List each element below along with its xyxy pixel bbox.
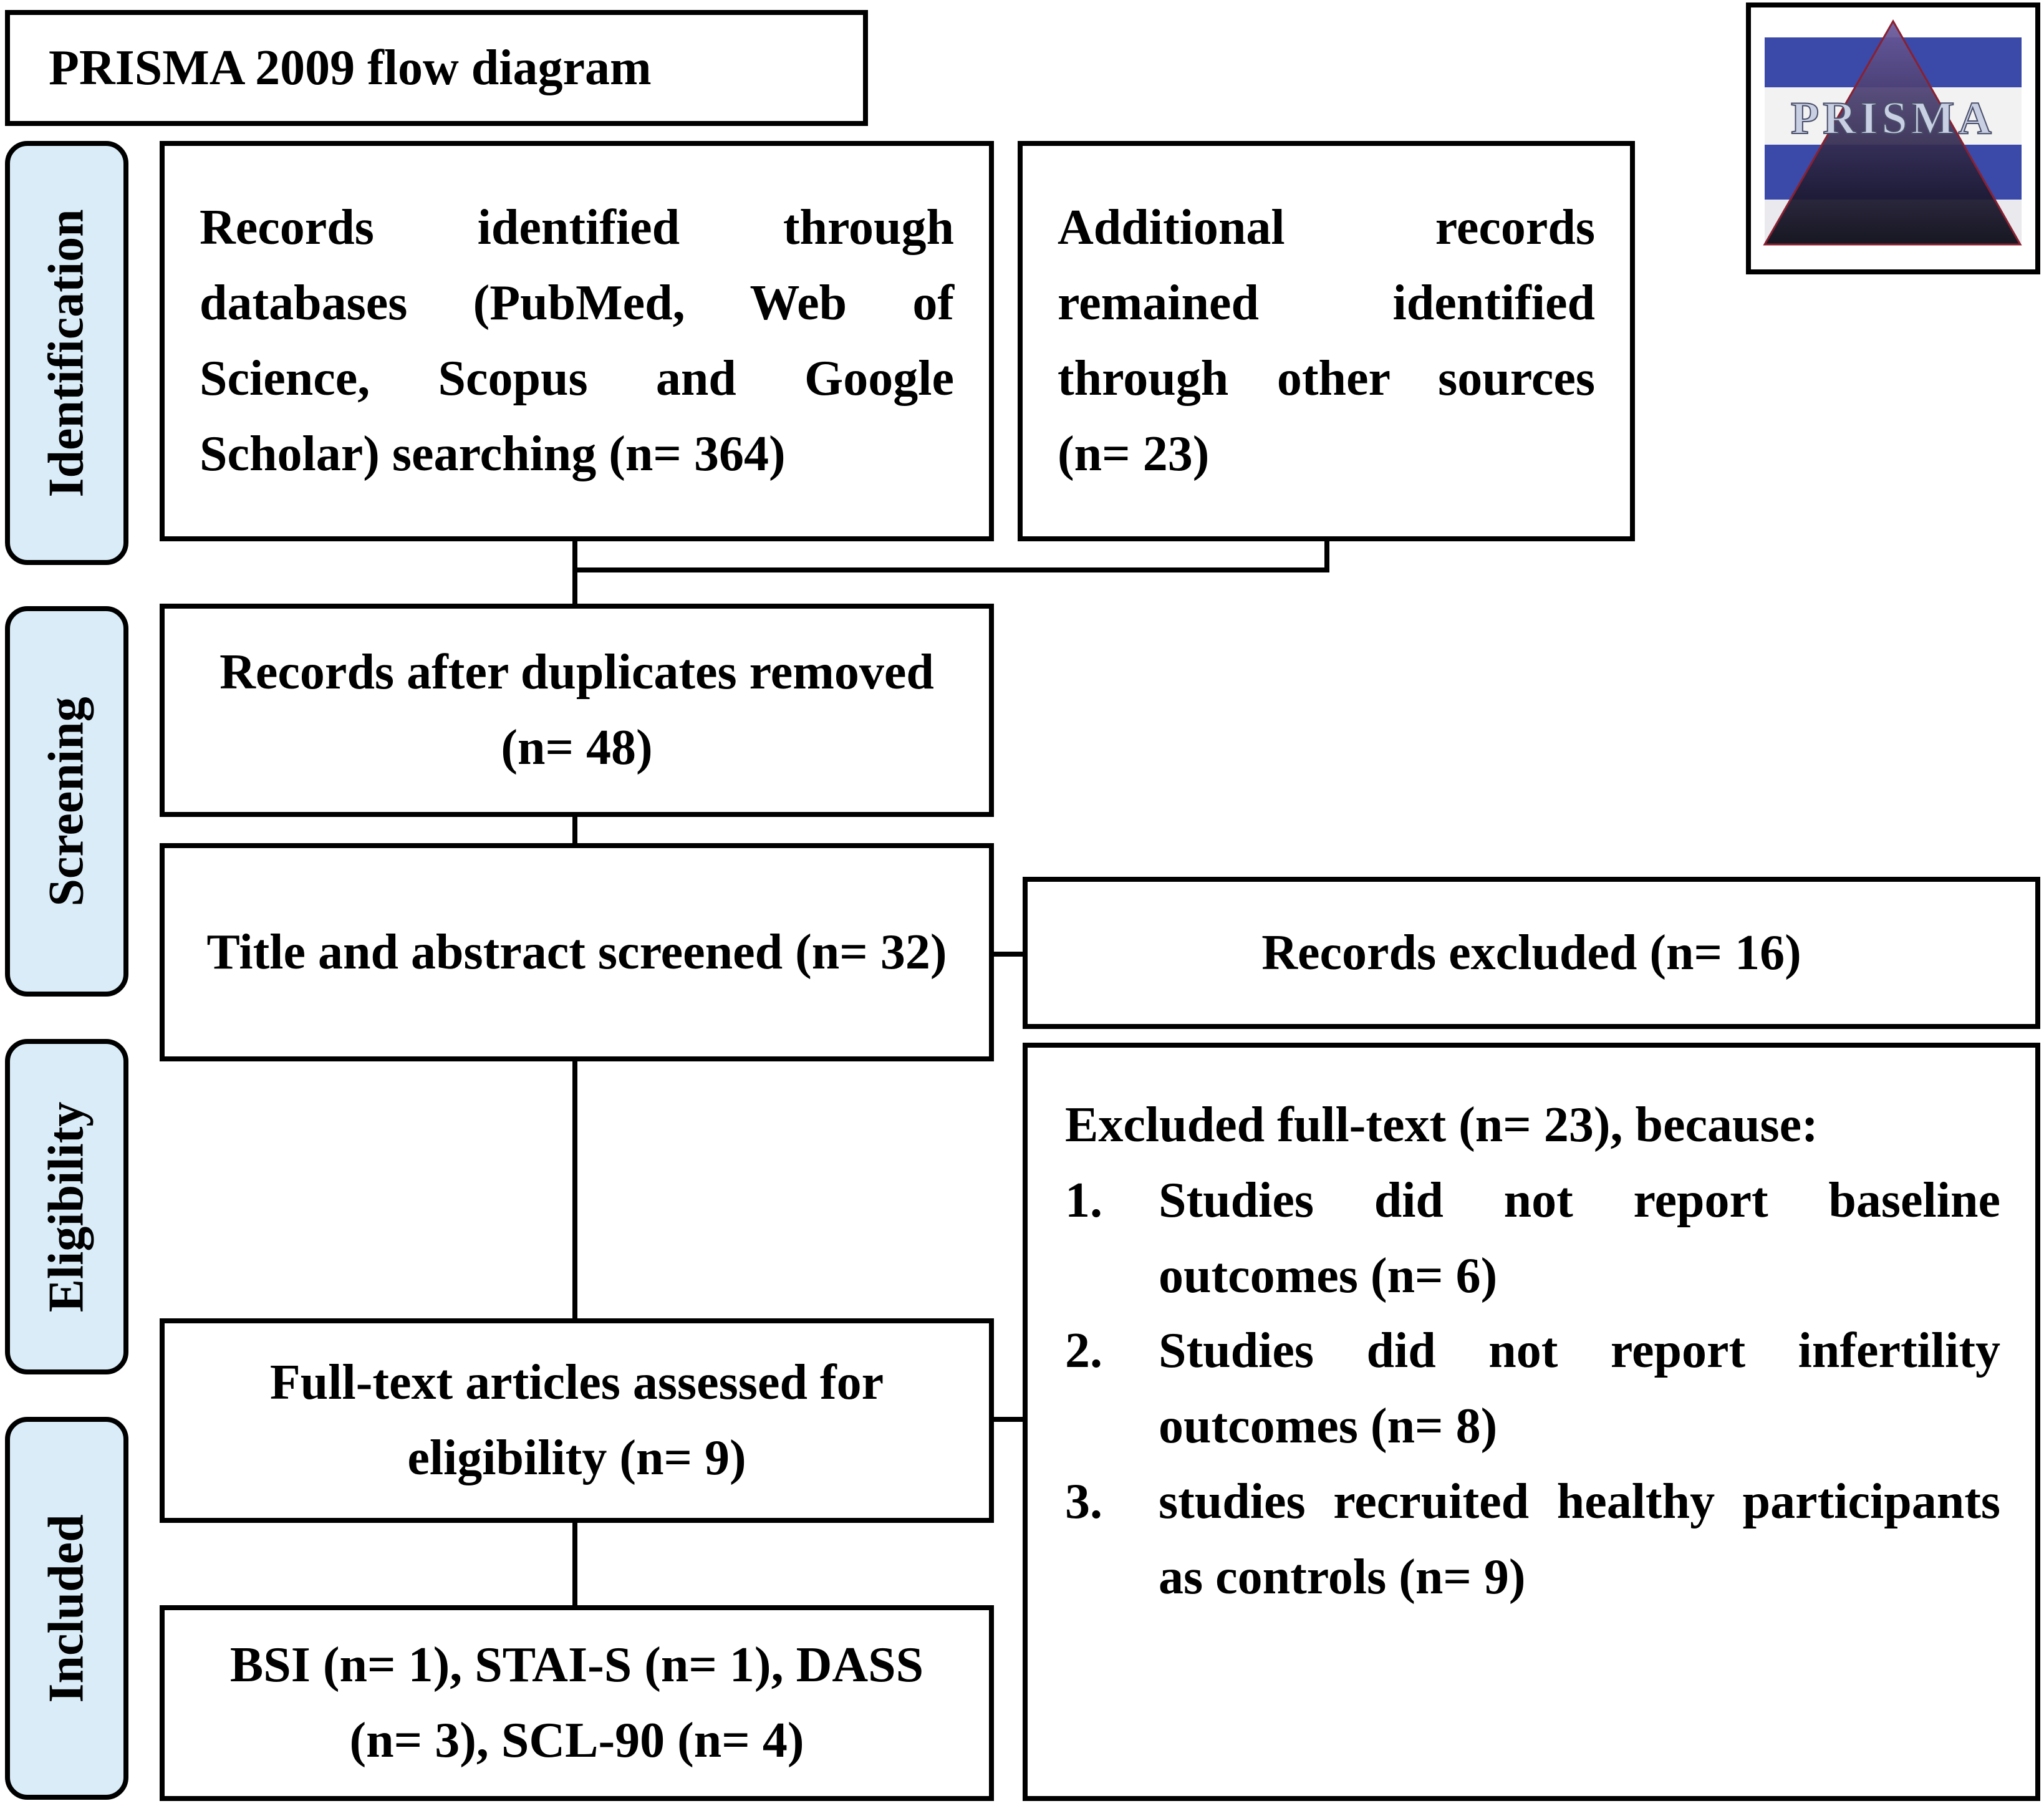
prisma-logo-text: PRISMA <box>1791 93 1995 144</box>
exclusion-reasons-list: 1. Studies did not report baseline outco… <box>1065 1163 2000 1615</box>
connector-merge-horizontal <box>572 567 1329 572</box>
stage-included: Included <box>5 1417 128 1800</box>
prisma-logo: PRISMA <box>1746 2 2040 274</box>
exclusion-reason-text: studies recruited healthy participants a… <box>1159 1474 2000 1605</box>
records-identified-databases-text: Records identified through databases (Pu… <box>200 200 954 481</box>
excluded-full-text-intro: Excluded full-text (n= 23), because: <box>1065 1098 1818 1152</box>
exclusion-reason-number: 1. <box>1065 1172 1102 1228</box>
connector-screened-to-fulltext <box>572 1056 577 1318</box>
prisma-logo-graphic: PRISMA <box>1751 7 2035 269</box>
records-identified-databases-box: Records identified through databases (Pu… <box>160 141 994 541</box>
records-after-duplicates-box: Records after duplicates removed (n= 48) <box>160 604 994 817</box>
stage-eligibility-label: Eligibility <box>39 1101 94 1312</box>
exclusion-reason-text: Studies did not report infertility outco… <box>1159 1323 2000 1454</box>
excluded-full-text-box: Excluded full-text (n= 23), because: 1. … <box>1023 1043 2040 1801</box>
records-excluded-box: Records excluded (n= 16) <box>1023 877 2040 1029</box>
exclusion-reason-item: 3. studies recruited healthy participant… <box>1065 1464 2000 1615</box>
connector-screened-to-excluded <box>989 952 1026 957</box>
exclusion-reason-number: 2. <box>1065 1323 1102 1379</box>
stage-screening-label: Screening <box>39 696 94 907</box>
stage-identification: Identification <box>5 141 128 565</box>
connector-duplicates-to-screened <box>572 812 577 846</box>
connector-fulltext-to-exclusions <box>989 1417 1026 1422</box>
exclusion-reason-item: 1. Studies did not report baseline outco… <box>1065 1163 2000 1314</box>
included-studies-text: BSI (n= 1), STAI-S (n= 1), DASS (n= 3), … <box>229 1638 924 1768</box>
records-excluded-text: Records excluded (n= 16) <box>1261 925 1801 980</box>
full-text-assessed-text: Full-text articles assessed for eligibil… <box>269 1355 884 1485</box>
stage-screening: Screening <box>5 606 128 997</box>
exclusion-reason-text: Studies did not report baseline outcomes… <box>1159 1172 2000 1303</box>
exclusion-reason-item: 2. Studies did not report infertility ou… <box>1065 1313 2000 1464</box>
title-abstract-screened-text: Title and abstract screened (n= 32) <box>206 924 947 980</box>
additional-records-text: Additional records remained identified t… <box>1058 200 1595 481</box>
exclusion-reason-number: 3. <box>1065 1474 1102 1529</box>
diagram-title: PRISMA 2009 flow diagram <box>5 10 868 126</box>
connector-fulltext-to-included <box>572 1518 577 1605</box>
stage-eligibility: Eligibility <box>5 1039 128 1374</box>
title-abstract-screened-box: Title and abstract screened (n= 32) <box>160 843 994 1061</box>
stage-included-label: Included <box>39 1514 94 1703</box>
stage-identification-label: Identification <box>39 208 94 498</box>
included-studies-box: BSI (n= 1), STAI-S (n= 1), DASS (n= 3), … <box>160 1605 994 1801</box>
records-after-duplicates-text: Records after duplicates removed (n= 48) <box>219 645 934 775</box>
connector-other-sources-down <box>1324 536 1329 572</box>
full-text-assessed-box: Full-text articles assessed for eligibil… <box>160 1318 994 1523</box>
additional-records-box: Additional records remained identified t… <box>1018 141 1635 541</box>
diagram-title-text: PRISMA 2009 flow diagram <box>49 40 652 95</box>
